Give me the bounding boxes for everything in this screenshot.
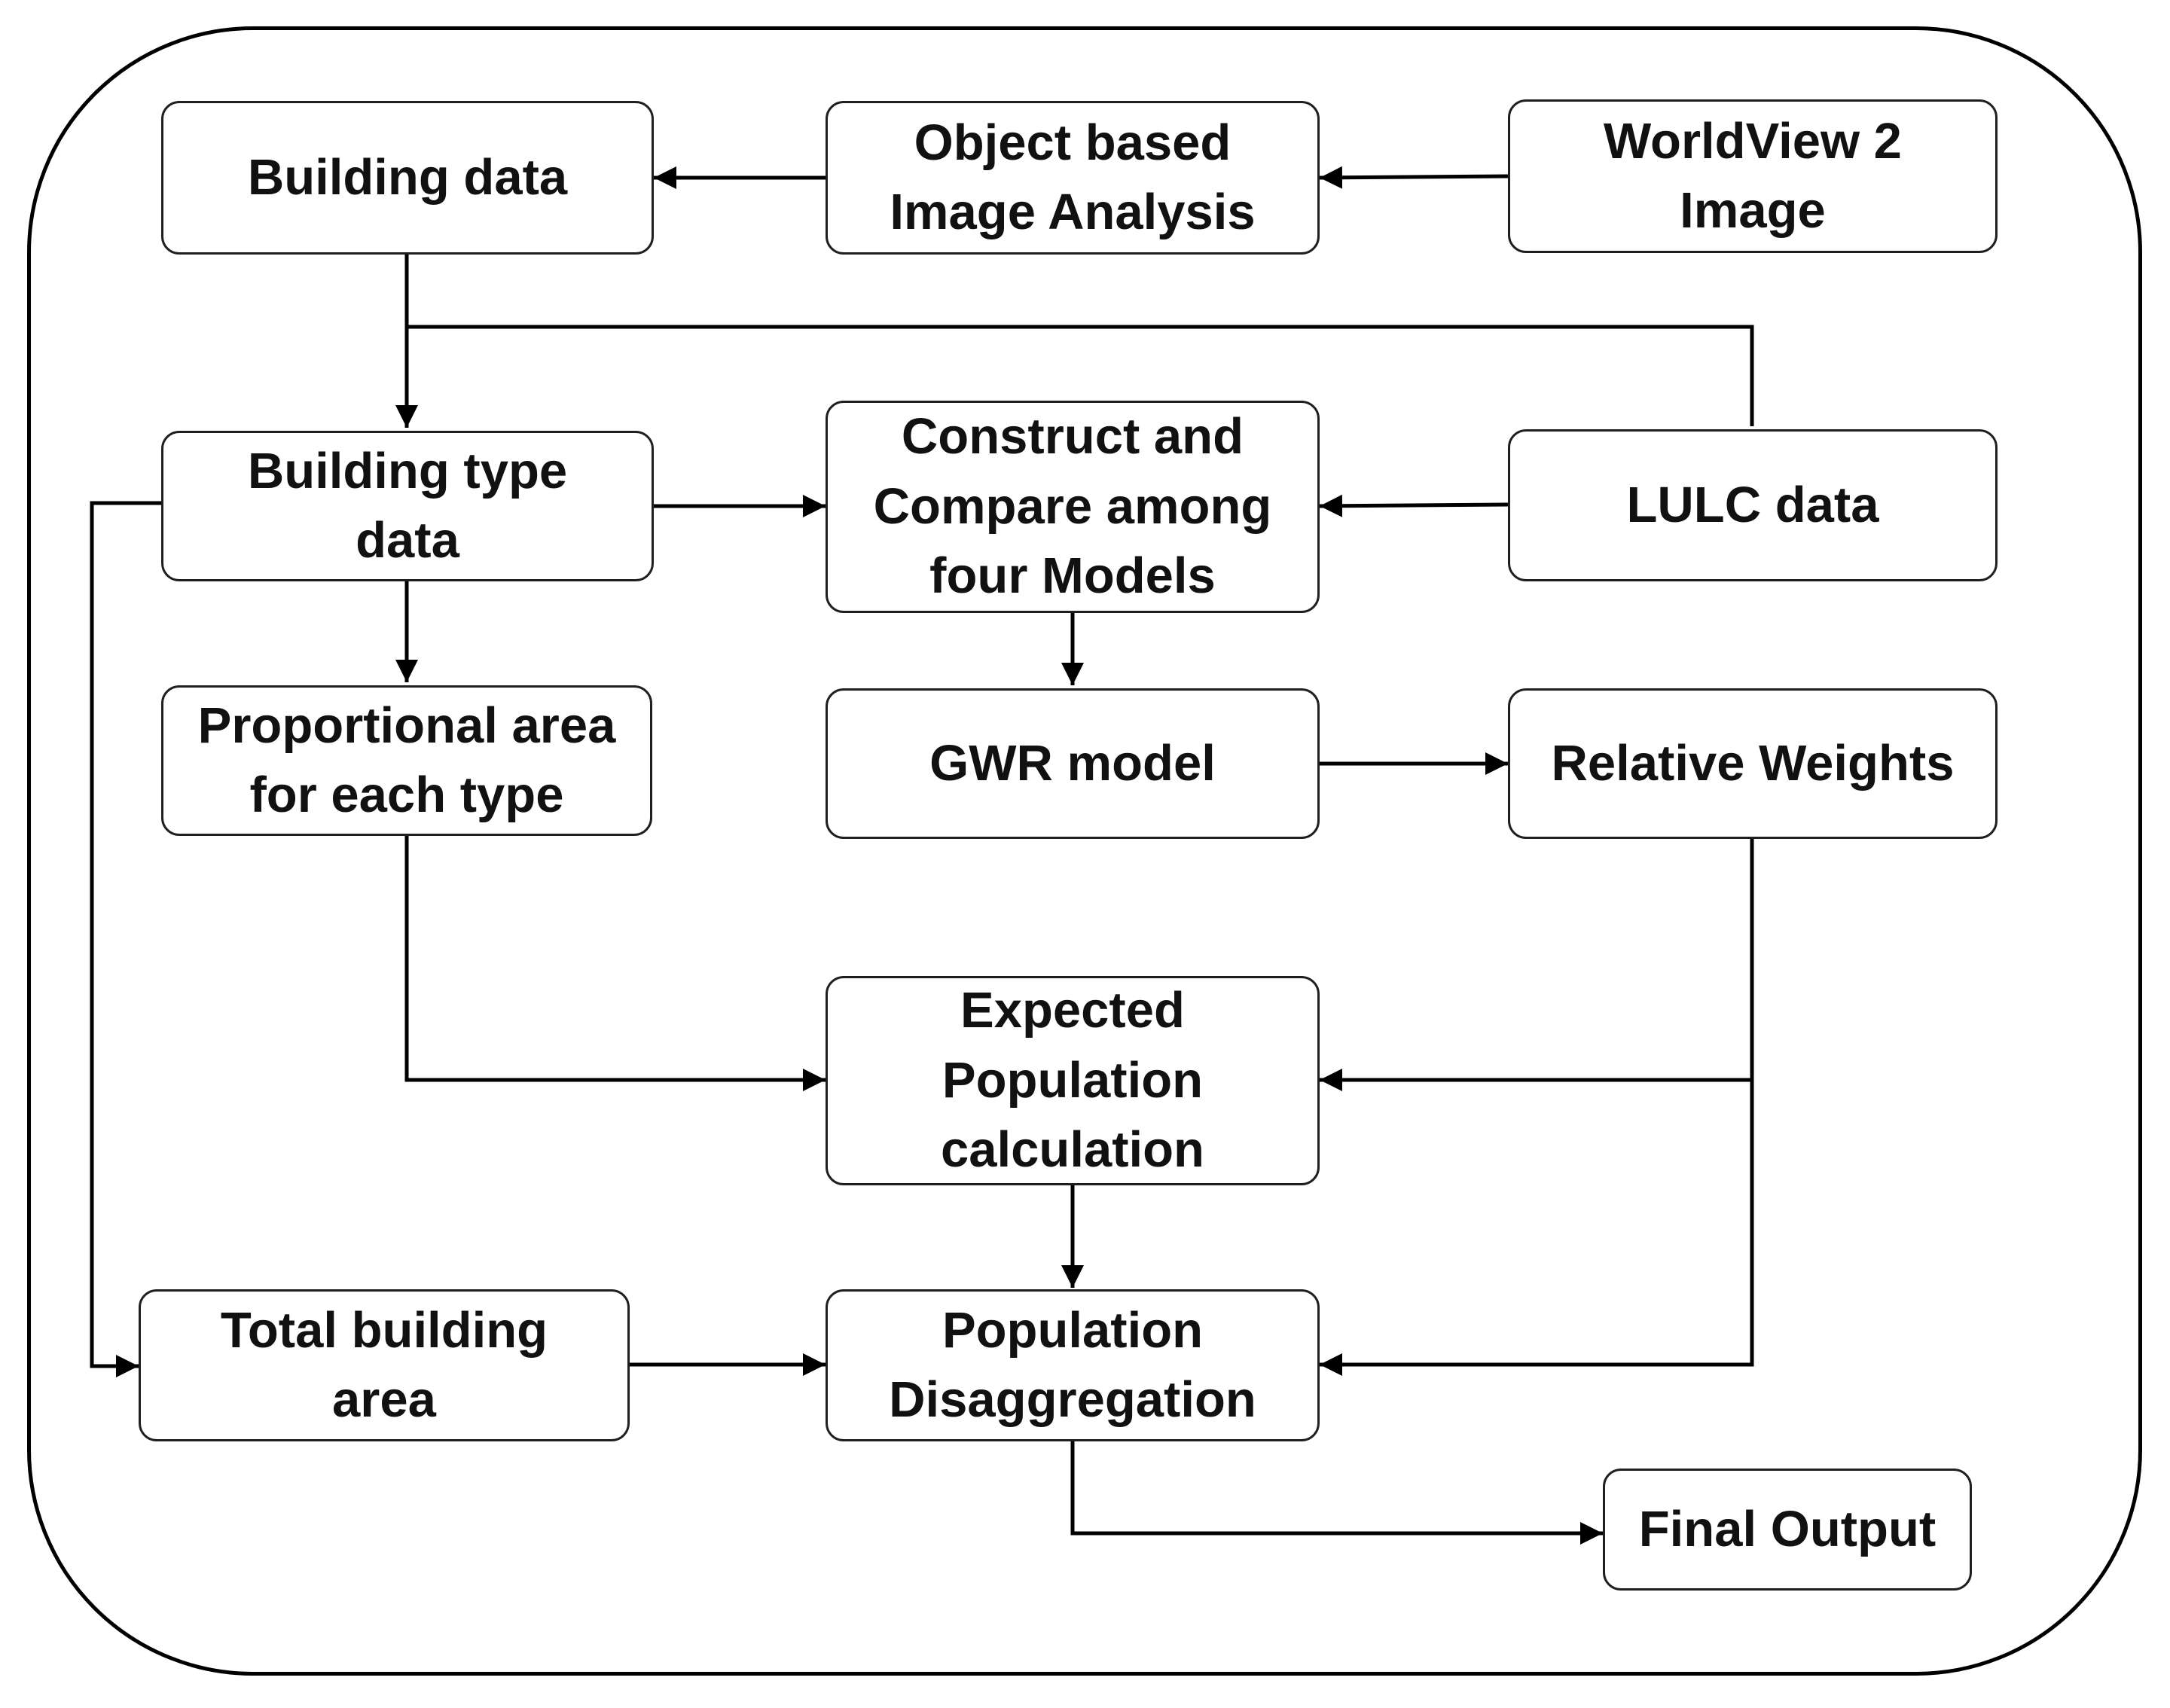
node-object-based-image-analysis: Object based Image Analysis [826, 101, 1320, 255]
node-proportional-area: Proportional area for each type [161, 685, 652, 836]
node-worldview-2-image: WorldView 2 Image [1508, 99, 1998, 253]
node-gwr-model: GWR model [826, 688, 1320, 839]
node-final-output: Final Output [1603, 1469, 1972, 1591]
node-construct-compare-models: Construct and Compare among four Models [826, 401, 1320, 613]
outer-frame [27, 26, 2142, 1676]
node-expected-population-calculation: Expected Population calculation [826, 976, 1320, 1185]
node-building-data: Building data [161, 101, 654, 255]
node-relative-weights: Relative Weights [1508, 688, 1998, 839]
node-population-disaggregation: Population Disaggregation [826, 1289, 1320, 1441]
node-total-building-area: Total building area [139, 1289, 630, 1441]
node-lulc-data: LULC data [1508, 429, 1998, 581]
node-building-type-data: Building type data [161, 431, 654, 581]
